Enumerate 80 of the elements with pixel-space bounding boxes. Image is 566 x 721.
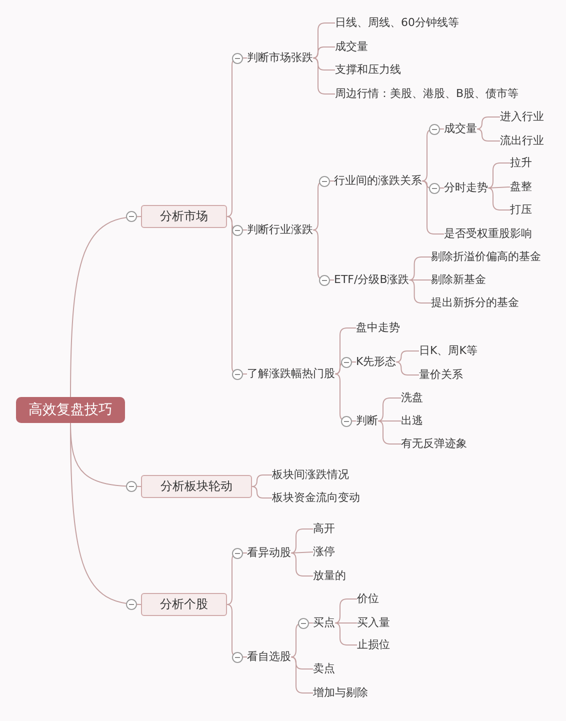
topic-text: 盘中走势 (356, 321, 400, 335)
connector-line (312, 46, 336, 58)
connector-line (70, 216, 142, 398)
connector-line (334, 622, 358, 624)
topic-text: 价位 (357, 592, 379, 606)
topic-box: 分析个股 (141, 593, 227, 616)
topic-text: 日线、周线、60分钟线等 (335, 16, 459, 30)
topic-text: 止损位 (357, 638, 390, 652)
connector-line (226, 58, 248, 217)
topic-text: 成交量 (335, 40, 368, 54)
connector-line (488, 162, 510, 188)
connector-line (226, 216, 248, 374)
connector-line (334, 374, 356, 422)
connector-line (334, 622, 358, 646)
topic-text: 洗盘 (401, 391, 423, 405)
topic-text: 日K、周K等 (419, 344, 478, 358)
topic-text: 盘整 (510, 180, 532, 194)
topic-text: 判断行业涨跌 (247, 223, 313, 237)
topic-text: 提出新拆分的基金 (431, 296, 519, 310)
topic-text: 拉升 (510, 156, 532, 170)
topic-text: ETF/分级B涨跌 (334, 273, 410, 287)
connector-line (488, 186, 510, 188)
topic-text: K先形态 (356, 355, 396, 369)
connector-line (422, 180, 444, 234)
topic-text: 是否受权重股影响 (444, 227, 532, 241)
topic-box: 分析板块轮动 (141, 475, 252, 498)
connector-line (378, 420, 402, 444)
topic-text: 卖点 (313, 662, 335, 676)
connector-line (408, 280, 432, 304)
topic-text: 量价关系 (419, 368, 463, 382)
connector-line (408, 256, 432, 280)
topic-text: 了解涨跌幅热门股 (247, 367, 335, 381)
connector-line (422, 128, 444, 182)
connector-line (476, 128, 500, 142)
connector-line (290, 656, 314, 694)
topic-text: 看自选股 (247, 650, 291, 664)
connector-line (226, 604, 248, 658)
connector-line (290, 656, 314, 670)
topic-text: 判断市场张跌 (247, 51, 313, 65)
topic-text: 打压 (510, 203, 532, 217)
topic-text: 剔除新基金 (431, 273, 486, 287)
connector-line (312, 230, 334, 280)
topic-text: 成交量 (444, 122, 477, 136)
connector-line (396, 350, 420, 362)
topic-text: 支撑和压力线 (335, 63, 401, 77)
connector-line (378, 420, 402, 422)
topic-text: 高开 (313, 522, 335, 536)
topic-text: 涨停 (313, 545, 335, 559)
connector-line (290, 528, 314, 554)
topic-text: 板块间涨跌情况 (272, 468, 349, 482)
connector-line (290, 552, 314, 576)
connector-line (378, 398, 402, 422)
topic-text: 判断 (356, 414, 378, 428)
topic-text: 买入量 (357, 616, 390, 630)
topic-text: 进入行业 (500, 110, 544, 124)
connector-line (334, 598, 358, 624)
connector-line (312, 58, 336, 94)
topic-text: 分时走势 (444, 181, 488, 195)
connector-line (488, 188, 510, 210)
topic-text: 看异动股 (247, 546, 291, 560)
connector-line (396, 362, 420, 376)
topic-box: 分析市场 (141, 205, 227, 228)
central-topic-box: 高效复盘技巧 (16, 397, 125, 423)
connector-line (476, 116, 500, 130)
topic-text: 有无反弹迹象 (401, 437, 467, 451)
topic-text: 增加与剔除 (313, 686, 368, 700)
topic-text: 流出行业 (500, 134, 544, 148)
connector-line (312, 58, 336, 70)
topic-text: 剔除折溢价偏高的基金 (431, 250, 541, 264)
connector-line (290, 552, 314, 554)
connector-line (252, 486, 272, 498)
topic-text: 放量的 (313, 569, 346, 583)
connector-line (312, 180, 334, 230)
topic-text: 买点 (313, 616, 335, 630)
topic-text: 行业间的涨跌关系 (334, 174, 422, 188)
topic-text: 板块资金流向变动 (272, 491, 360, 505)
topic-text: 周边行情：美股、港股、B股、债市等 (335, 87, 519, 101)
connector-line (252, 474, 272, 487)
connector-line (226, 552, 248, 605)
topic-text: 出逃 (401, 414, 423, 428)
